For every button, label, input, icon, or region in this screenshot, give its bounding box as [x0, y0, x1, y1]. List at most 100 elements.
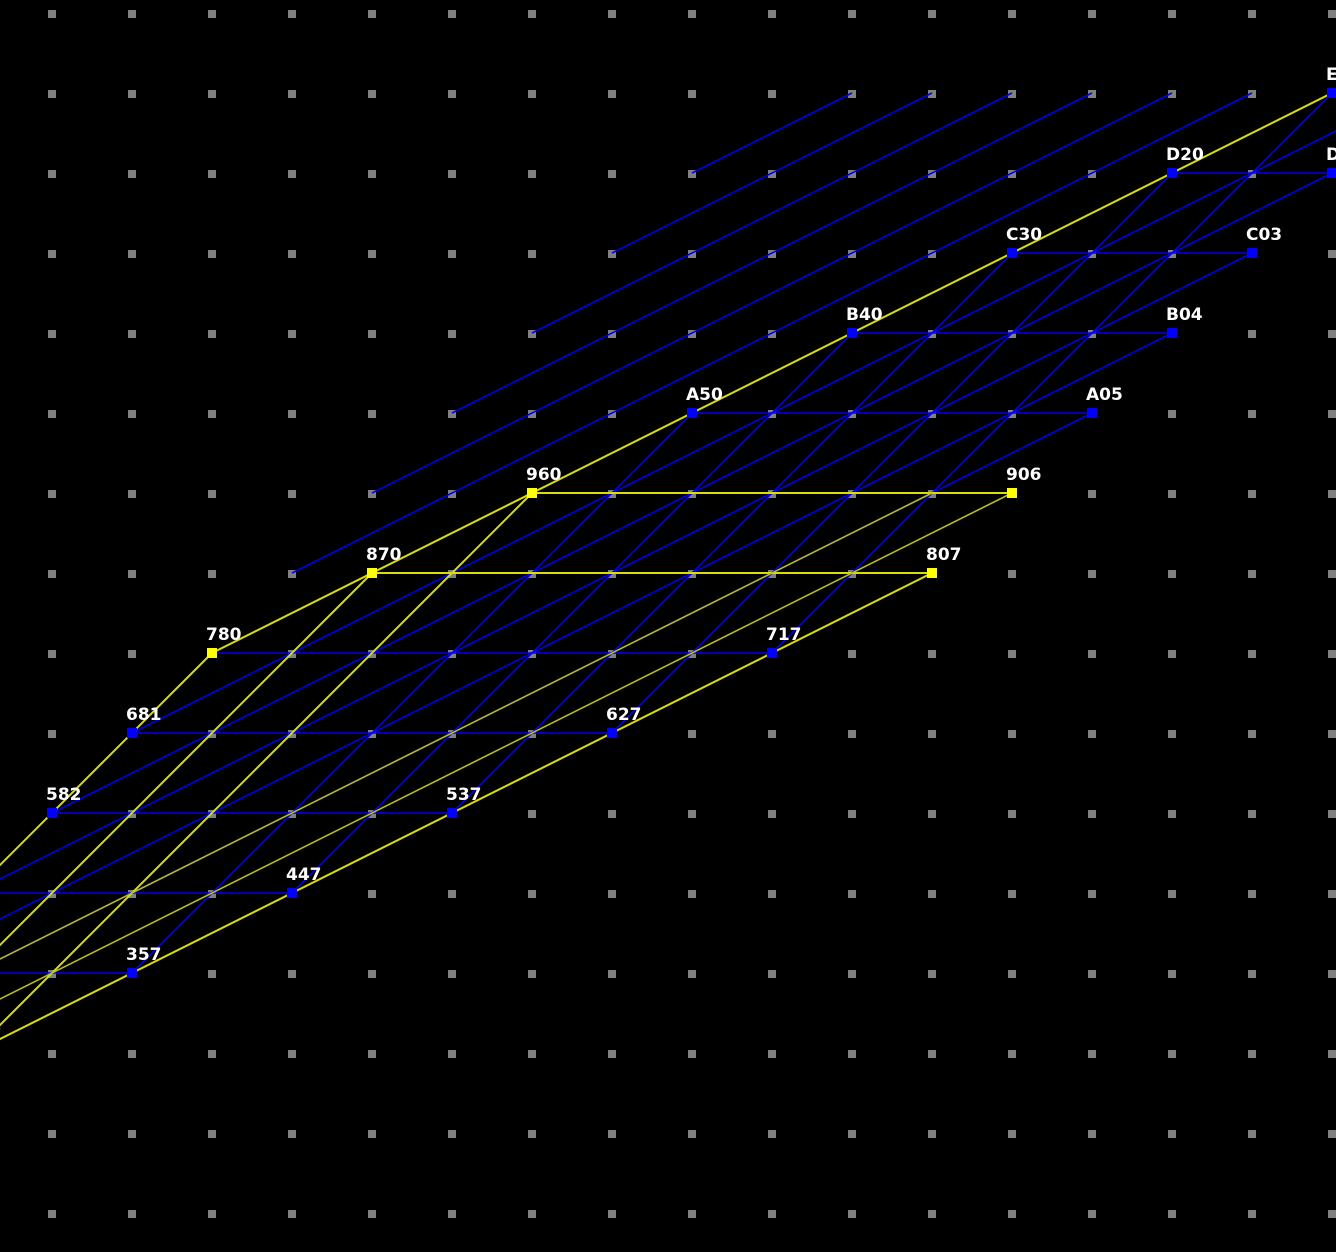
grid-dot: [1168, 890, 1176, 898]
grid-dot: [928, 1130, 936, 1138]
grid-dot: [1008, 170, 1016, 178]
grid-dot: [768, 170, 776, 178]
grid-dot: [208, 170, 216, 178]
grid-dot: [848, 970, 856, 978]
node-label-357: 357: [126, 945, 162, 965]
grid-dot: [1328, 490, 1336, 498]
node-label-C30: C30: [1006, 225, 1042, 245]
node-D02: [1327, 168, 1336, 178]
grid-dot: [1088, 890, 1096, 898]
grid-dot: [768, 90, 776, 98]
interior-diagonal-line: [611, 92, 933, 254]
node-717: [767, 648, 777, 658]
grid-dot: [448, 1050, 456, 1058]
grid-dot: [448, 10, 456, 18]
grid-dot: [208, 1050, 216, 1058]
grid-dot: [928, 250, 936, 258]
node-label-B40: B40: [846, 305, 883, 325]
grid-dot: [128, 1130, 136, 1138]
node-A05: [1087, 408, 1097, 418]
node-label-870: 870: [366, 545, 402, 565]
grid-dot: [768, 970, 776, 978]
grid-dot: [528, 970, 536, 978]
node-447: [287, 888, 297, 898]
grid-dot: [528, 890, 536, 898]
grid-dot: [368, 970, 376, 978]
grid-dot: [528, 1210, 536, 1218]
grid-dot: [608, 330, 616, 338]
grid-dot: [48, 570, 56, 578]
grid-dot: [848, 810, 856, 818]
grid-dot: [1168, 1050, 1176, 1058]
interior-column-line: [291, 332, 853, 894]
grid-dot: [1328, 250, 1336, 258]
grid-dot: [688, 170, 696, 178]
node-E10: [1327, 88, 1336, 98]
grid-dot: [688, 890, 696, 898]
background-grid: [48, 10, 1336, 1218]
grid-dot: [1088, 10, 1096, 18]
grid-dot: [288, 330, 296, 338]
node-label-D20: D20: [1166, 145, 1204, 165]
grid-dot: [128, 250, 136, 258]
grid-dot: [1168, 570, 1176, 578]
grid-dot: [768, 10, 776, 18]
grid-dot: [288, 1130, 296, 1138]
grid-dot: [1008, 570, 1016, 578]
node-label-717: 717: [766, 625, 802, 645]
node-C30: [1007, 248, 1017, 258]
boundary-line-960: [0, 492, 533, 1027]
grid-dot: [1168, 970, 1176, 978]
grid-dot: [1088, 570, 1096, 578]
grid-dot: [928, 10, 936, 18]
grid-dot: [1088, 650, 1096, 658]
interior-column-line: [131, 412, 693, 974]
interior-diagonal-line: [531, 92, 1013, 334]
grid-dot: [128, 410, 136, 418]
grid-dot: [448, 1130, 456, 1138]
grid-dot: [688, 810, 696, 818]
grid-dot: [368, 250, 376, 258]
node-label-627: 627: [606, 705, 642, 725]
grid-dot: [688, 1130, 696, 1138]
node-label-447: 447: [286, 865, 322, 885]
grid-dot: [48, 650, 56, 658]
grid-dot: [128, 1050, 136, 1058]
grid-dot: [1328, 890, 1336, 898]
node-label-E10: E10: [1326, 65, 1336, 85]
interior-diagonal-line: [691, 92, 853, 174]
grid-dot: [1328, 10, 1336, 18]
grid-dot: [1008, 1050, 1016, 1058]
grid-dot: [1008, 970, 1016, 978]
boundary-diagonal-186: [0, 492, 1013, 1000]
grid-dot: [208, 330, 216, 338]
grid-dot: [608, 1210, 616, 1218]
grid-dot: [848, 10, 856, 18]
grid-dot: [1248, 1210, 1256, 1218]
grid-dot: [688, 330, 696, 338]
grid-dot: [1088, 1210, 1096, 1218]
grid-dot: [128, 570, 136, 578]
grid-dot: [768, 1210, 776, 1218]
interior-lines: [0, 92, 1336, 974]
grid-dot: [848, 890, 856, 898]
grid-dot: [1008, 10, 1016, 18]
grid-dot: [1248, 570, 1256, 578]
grid-dot: [448, 1210, 456, 1218]
grid-dot: [368, 10, 376, 18]
node-label-906: 906: [1006, 465, 1042, 485]
grid-dot: [1088, 970, 1096, 978]
node-807: [927, 568, 937, 578]
grid-dot: [1168, 730, 1176, 738]
grid-dot: [1008, 90, 1016, 98]
grid-dot: [848, 1130, 856, 1138]
grid-dot: [1008, 730, 1016, 738]
grid-dot: [528, 170, 536, 178]
grid-dot: [688, 10, 696, 18]
grid-dot: [368, 330, 376, 338]
grid-dot: [768, 1050, 776, 1058]
grid-dot: [1248, 10, 1256, 18]
grid-dot: [848, 90, 856, 98]
grid-dot: [48, 730, 56, 738]
